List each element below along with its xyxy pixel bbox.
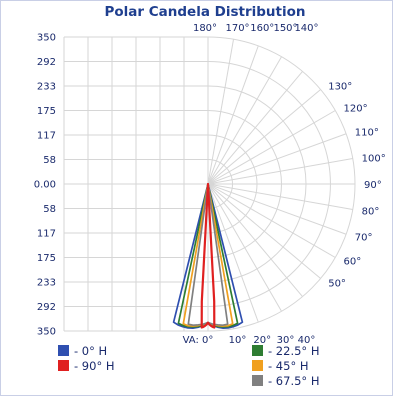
grid-spoke bbox=[207, 183, 321, 279]
legend-swatch bbox=[58, 360, 69, 371]
grid-spoke bbox=[207, 89, 321, 185]
angle-label: 20° bbox=[253, 335, 271, 346]
grid-spoke bbox=[207, 157, 353, 185]
radial-tick-label: 292 bbox=[37, 57, 56, 68]
legend-swatch bbox=[58, 345, 69, 356]
grid-spoke bbox=[207, 45, 259, 185]
angle-label: 140° bbox=[294, 23, 318, 34]
radial-tick-label: 58 bbox=[43, 155, 56, 166]
angle-label: 170° bbox=[225, 23, 249, 34]
angle-label: 80° bbox=[362, 207, 380, 218]
legend-label: - 67.5° H bbox=[268, 374, 319, 388]
legend-label: - 45° H bbox=[268, 359, 309, 373]
radial-tick-label: 350 bbox=[37, 33, 56, 44]
angle-label: 130° bbox=[328, 82, 352, 93]
legend-label: - 90° H bbox=[74, 359, 115, 373]
series-line bbox=[200, 182, 216, 329]
radial-tick-label: 233 bbox=[37, 82, 56, 93]
legend-swatch bbox=[252, 360, 263, 371]
grid-spoke bbox=[207, 183, 353, 211]
grid-spoke bbox=[207, 183, 347, 235]
radial-tick-label: 175 bbox=[37, 106, 56, 117]
angle-label: 60° bbox=[344, 257, 362, 268]
angle-label: 160° bbox=[250, 23, 274, 34]
radial-tick-label: 292 bbox=[37, 302, 56, 313]
grid-spoke bbox=[207, 110, 336, 185]
grid-spoke bbox=[207, 39, 235, 185]
angle-label: 100° bbox=[362, 153, 386, 164]
grid-spoke bbox=[207, 56, 282, 185]
angle-label: 50° bbox=[328, 278, 346, 289]
legend-label: - 22.5° H bbox=[268, 344, 319, 358]
legend-swatch bbox=[252, 375, 263, 386]
chart-title: Polar Candela Distribution bbox=[105, 4, 306, 20]
angle-label: 30° bbox=[277, 335, 295, 346]
angle-label: 150° bbox=[273, 23, 297, 34]
legend-label: - 0° H bbox=[74, 344, 107, 358]
radial-tick-label: 350 bbox=[37, 327, 56, 338]
angle-label: 40° bbox=[298, 335, 316, 346]
radial-tick-label: 175 bbox=[37, 253, 56, 264]
grid-spoke bbox=[207, 71, 303, 185]
radial-tick-label: 0.00 bbox=[34, 180, 56, 191]
legend-swatch bbox=[252, 345, 263, 356]
radial-tick-label: 117 bbox=[37, 131, 56, 142]
radial-tick-label: 117 bbox=[37, 229, 56, 240]
grid-spoke bbox=[207, 183, 303, 297]
angle-label: VA: 0° bbox=[183, 335, 214, 346]
angle-label: 120° bbox=[344, 104, 368, 115]
radial-tick-label: 233 bbox=[37, 278, 56, 289]
radial-tick-label: 58 bbox=[43, 204, 56, 215]
angle-label: 10° bbox=[229, 335, 247, 346]
grid-spoke bbox=[207, 183, 336, 258]
angle-label: 110° bbox=[355, 128, 379, 139]
angle-label: 90° bbox=[364, 180, 382, 191]
grid-spoke bbox=[207, 133, 347, 185]
grid-spoke bbox=[207, 183, 282, 312]
angle-label: 180° bbox=[193, 23, 217, 34]
angle-label: 70° bbox=[355, 232, 373, 243]
grid-spoke bbox=[207, 183, 259, 323]
